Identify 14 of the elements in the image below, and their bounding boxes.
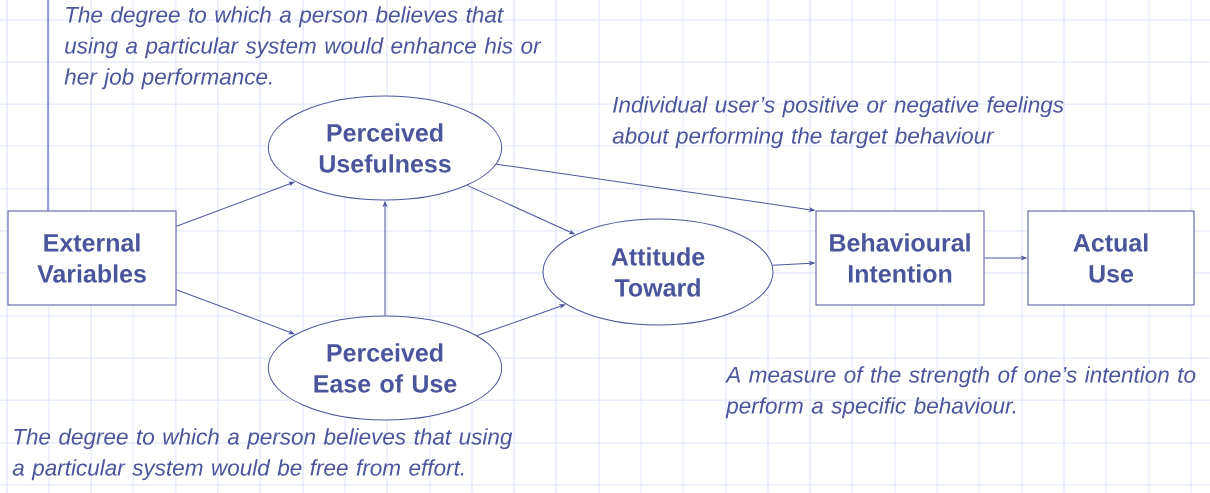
arrow <box>176 181 295 227</box>
definition-note: Individual user’s positive or negative feelings about performing the target behaviour <box>612 96 1064 149</box>
definition-note: A measure of the strength of one’s intention to perform a specific behaviour. <box>725 366 1196 419</box>
arrow <box>383 201 387 316</box>
construct-box: Behavioural Intention <box>815 210 985 306</box>
arrow <box>176 289 295 335</box>
definition-note: The degree to which a person believes that using a particular system would enhance his or her job performance. <box>64 6 542 90</box>
construct-box: External Variables <box>7 210 177 306</box>
arrow <box>476 304 566 337</box>
construct-box: Actual Use <box>1027 210 1195 306</box>
arrow <box>772 261 815 266</box>
arrow <box>466 184 575 235</box>
arrow <box>495 163 815 212</box>
arrow <box>984 256 1027 260</box>
